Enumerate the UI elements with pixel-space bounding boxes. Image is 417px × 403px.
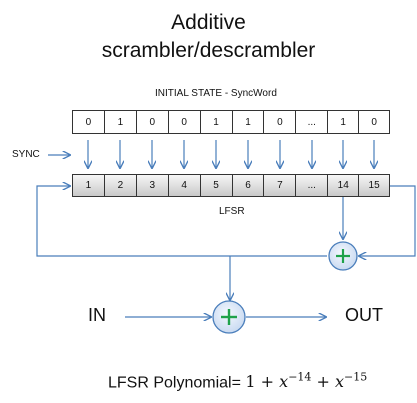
lfsr-cell: 7: [264, 175, 297, 196]
sync-bit: 1: [233, 111, 265, 133]
lfsr-label: LFSR: [219, 206, 245, 217]
title-line-2: scrambler/descrambler: [101, 39, 316, 62]
polynomial-exponent: −14: [288, 371, 312, 384]
sync-bit: 0: [264, 111, 297, 133]
polynomial-constant: 1: [245, 372, 256, 392]
load-arrows: [88, 140, 374, 168]
input-label: IN: [88, 305, 106, 325]
polynomial-prefix: LFSR Polynomial=: [108, 374, 246, 392]
main-xor-adder: [212, 300, 246, 334]
sync-label: SYNC: [12, 149, 40, 160]
lfsr-cell: 4: [169, 175, 201, 196]
tap-15-wire: [359, 185, 416, 256]
lfsr-polynomial: LFSR Polynomial= 1 + x−14 + x−15: [108, 371, 367, 392]
lfsr-cell: 2: [105, 175, 137, 196]
feedback-wire: [36, 186, 327, 257]
sync-bit: ...: [296, 111, 329, 133]
sync-bit: 1: [105, 111, 137, 133]
polynomial-variable: x: [279, 372, 289, 392]
initial-state-register: 0 1 0 0 1 1 0 ... 1 0: [72, 110, 390, 134]
lfsr-cell: 6: [233, 175, 265, 196]
lfsr-cell: 1: [73, 175, 105, 196]
initial-state-label: INITIAL STATE - SyncWord: [155, 88, 277, 99]
polynomial-variable: x: [335, 372, 345, 392]
lfsr-cell: 15: [368, 180, 380, 191]
polynomial-exponent: −15: [344, 371, 368, 384]
polynomial-plus: +: [260, 372, 275, 392]
sync-bit: 1: [328, 111, 360, 133]
sync-bit: 0: [169, 111, 201, 133]
title-line-1: Additive: [171, 11, 246, 34]
polynomial-plus: +: [316, 372, 330, 392]
lfsr-cell: 5: [201, 175, 233, 196]
sync-bit: 0: [73, 111, 105, 133]
sync-bit: 1: [201, 111, 233, 133]
lfsr-cell: 14: [328, 175, 360, 196]
sync-bit: 0: [371, 116, 377, 128]
lfsr-cell: 3: [137, 175, 169, 196]
lfsr-cell: ...: [296, 175, 329, 196]
output-label: OUT: [345, 305, 383, 325]
sync-bit: 0: [137, 111, 169, 133]
lfsr-register: 1 2 3 4 5 6 7 ... 14 15: [72, 174, 390, 197]
feedback-xor-adder: [328, 241, 358, 271]
